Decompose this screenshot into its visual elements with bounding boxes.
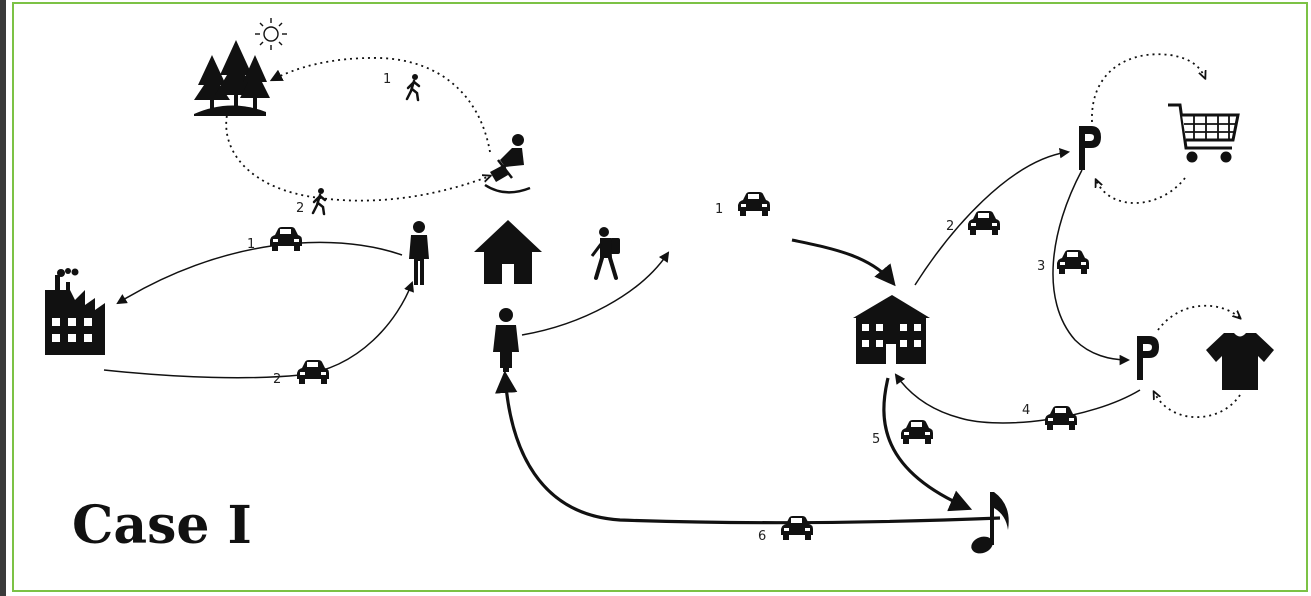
shirt-return (1154, 392, 1240, 417)
cyclist-icon (493, 308, 519, 372)
car-icon (901, 420, 933, 444)
walk-path-1 (272, 58, 490, 152)
walker-icon (313, 188, 325, 214)
cart-loop (1092, 54, 1205, 122)
trip-label-6: 6 (758, 529, 766, 544)
trip-label-2: 2 (946, 219, 954, 234)
car-icon (968, 211, 1000, 235)
case-title: Case I (72, 500, 252, 552)
work-trip-2 (104, 283, 412, 378)
trip-path-6 (505, 375, 1000, 523)
car-icon (781, 516, 813, 540)
parking-icon (1137, 336, 1159, 380)
building-icon (853, 295, 930, 364)
forest-icon (194, 40, 270, 116)
rocking-chair-icon (485, 134, 530, 192)
car-icon (1045, 406, 1077, 430)
walk-label-2: 2 (296, 201, 304, 216)
parking-icon (1079, 126, 1101, 170)
trip-path-4 (896, 375, 1140, 423)
work-trip-1 (118, 242, 402, 303)
cart-return (1096, 178, 1185, 203)
work-label-2: 2 (273, 372, 281, 387)
shirt-loop (1158, 306, 1240, 330)
car-icon (1057, 250, 1089, 274)
factory-icon (45, 268, 105, 355)
shopping-cart-icon (1168, 105, 1238, 161)
music-note-icon (969, 492, 1009, 556)
person-icon (409, 221, 429, 285)
car-icon (738, 192, 770, 216)
house-icon (474, 220, 542, 284)
car-icon (270, 227, 302, 251)
walker-icon (407, 74, 419, 100)
walk-path-2 (226, 110, 490, 201)
trip-label-5: 5 (872, 432, 880, 447)
trip-path-start (522, 253, 668, 335)
trip-label-1: 1 (715, 202, 723, 217)
car-icon (297, 360, 329, 384)
trip-path-1 (792, 240, 893, 283)
trip-label-3: 3 (1037, 259, 1045, 274)
work-label-1: 1 (247, 237, 255, 252)
hiker-icon (592, 227, 620, 278)
sun-icon (255, 18, 287, 50)
trip-label-4: 4 (1022, 403, 1030, 418)
tshirt-icon (1206, 333, 1274, 390)
walk-label-1: 1 (383, 72, 391, 87)
